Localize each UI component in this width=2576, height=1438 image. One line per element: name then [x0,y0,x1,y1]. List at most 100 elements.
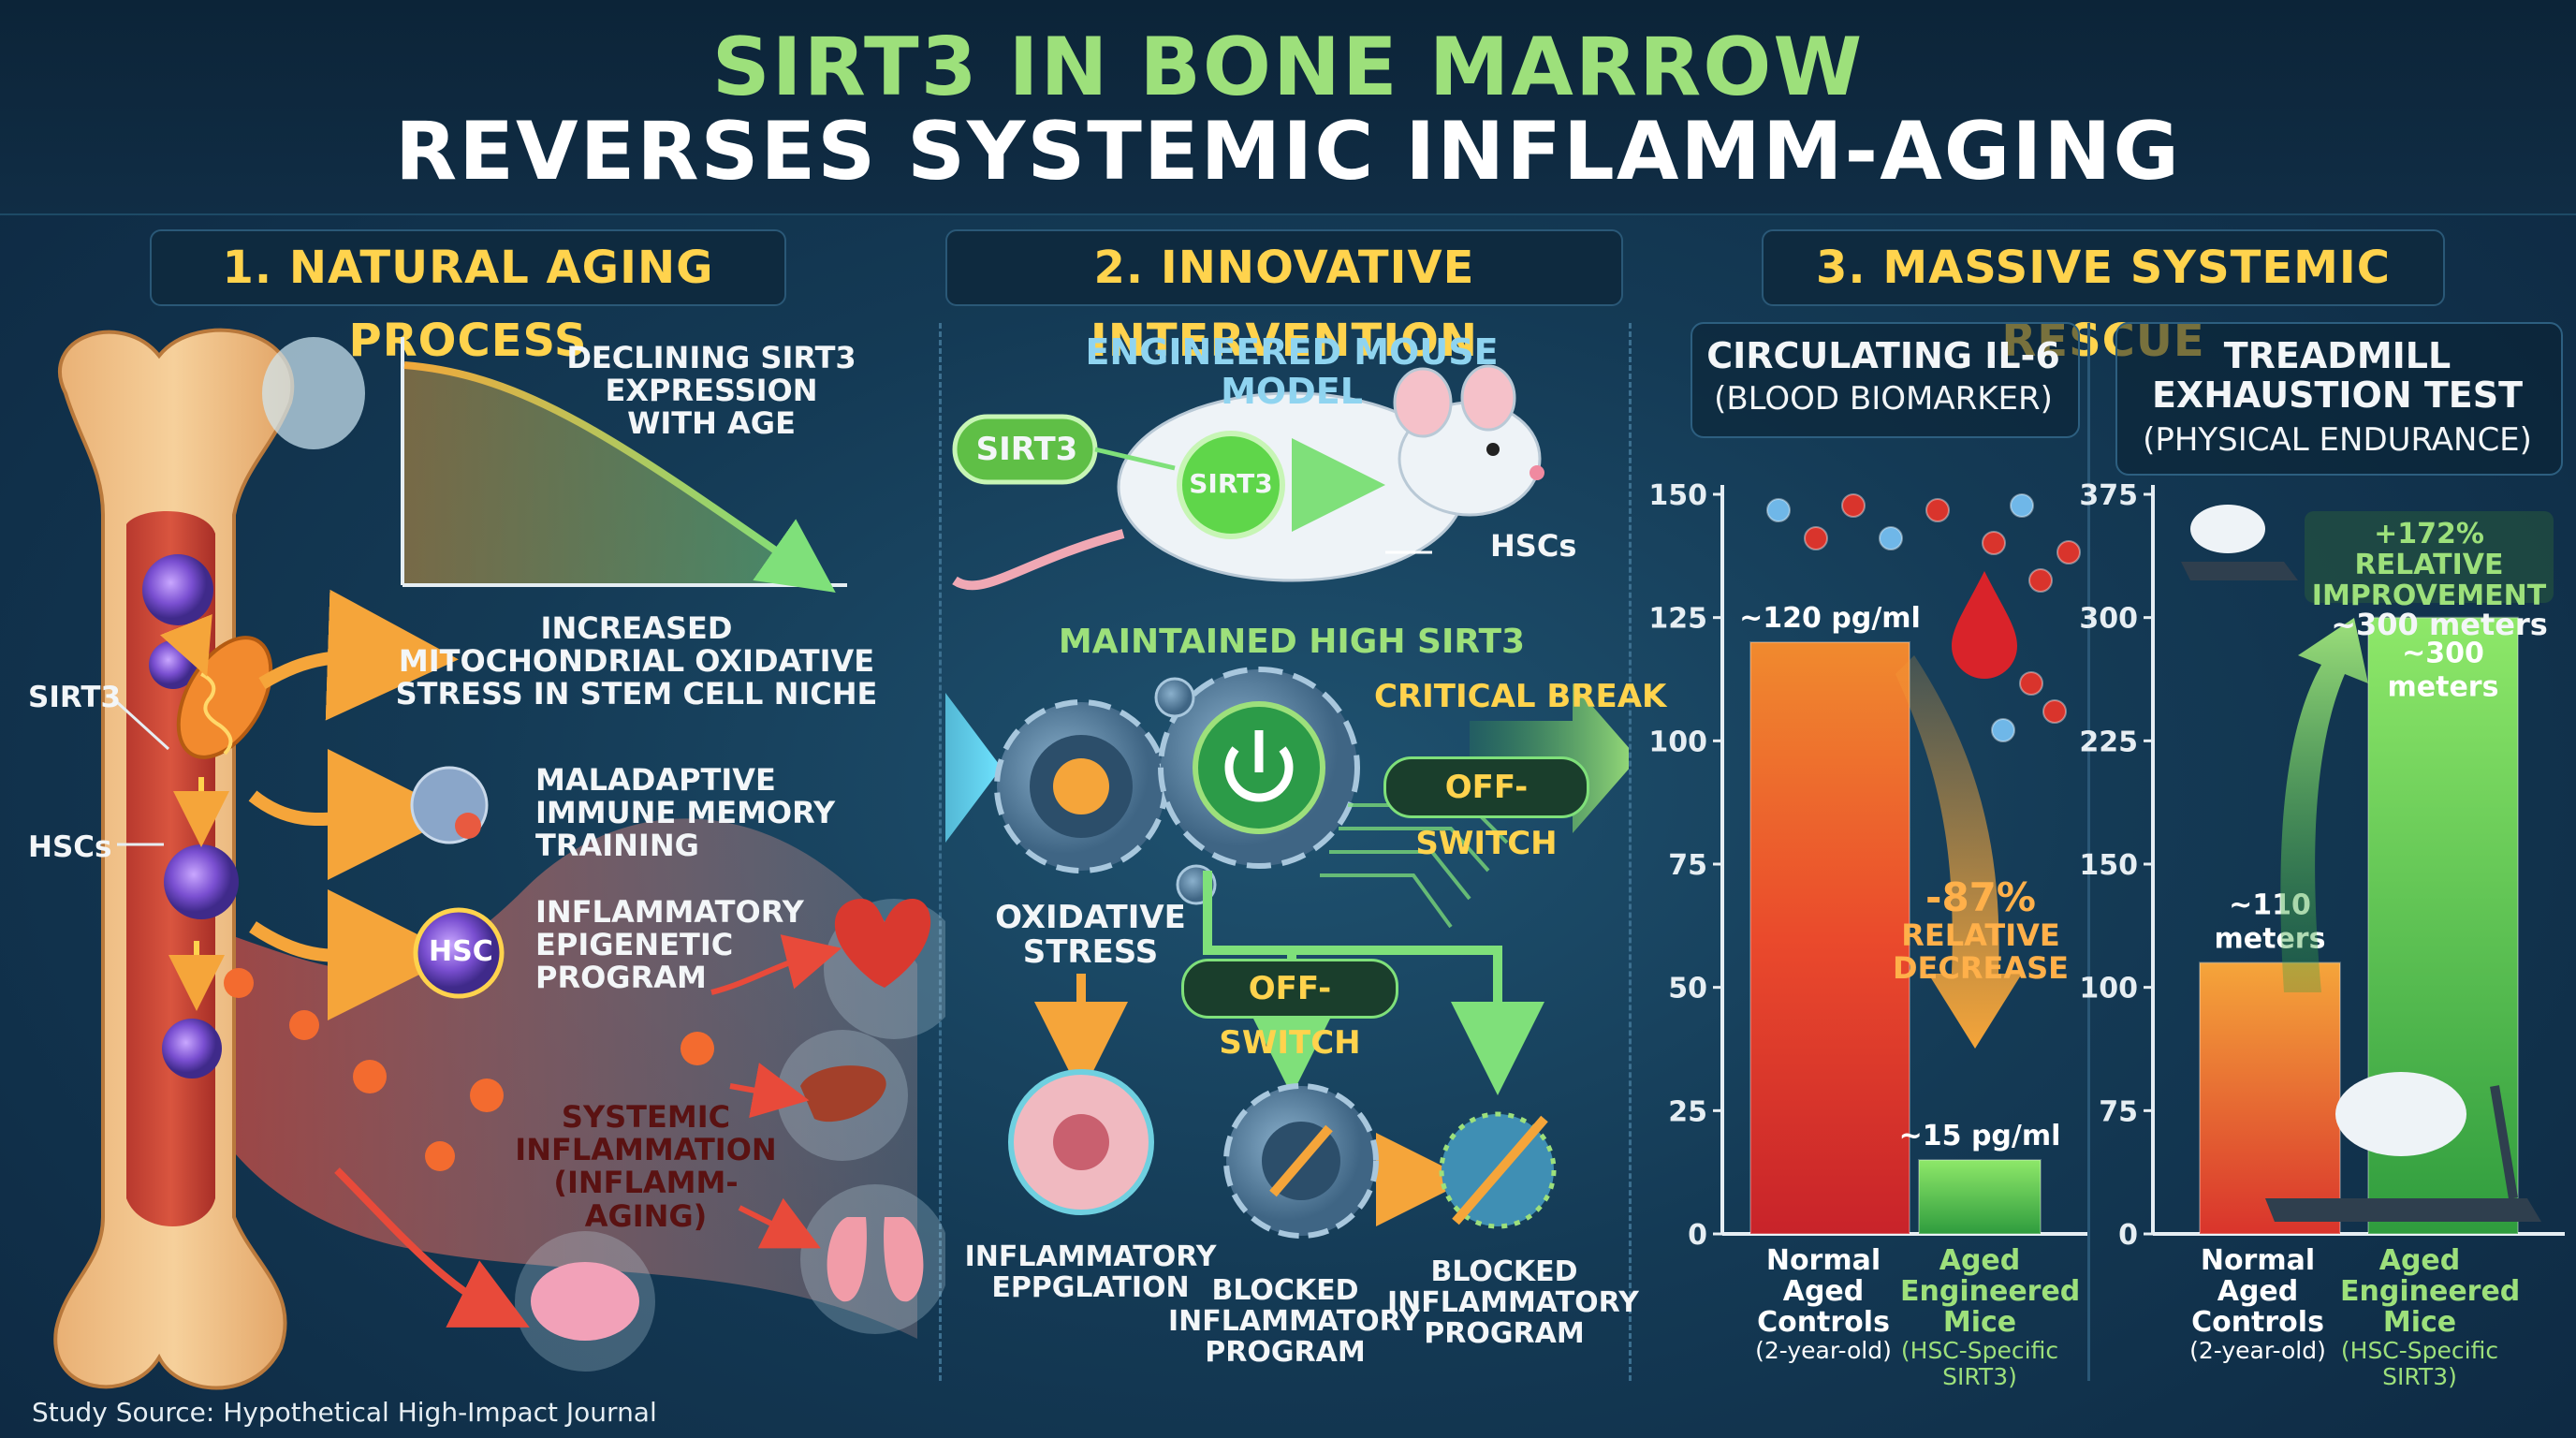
title-band [0,0,2576,215]
section-header-aging: 1. NATURAL AGING PROCESS [150,229,786,367]
stem-cell-icon [142,554,213,625]
hsc-badge-label: HSC [429,935,493,968]
y-tick-label-1-4: 225 [2079,726,2138,758]
bar-data-label-1-1-1: meters [2388,671,2499,704]
heart-icon [834,899,931,988]
il6-chart-title: CIRCULATING IL-6 [1706,335,2060,376]
title-line-1: SIRT3 IN BONE MARROW [711,21,1865,114]
blocked-virus-icon [1439,1111,1557,1229]
intervention-illustration [945,364,1629,1239]
decrease-arrow-icon [1895,655,2022,1049]
treadmill-title-box [2115,322,2563,476]
sirt3-label: SIRT3 [28,681,122,714]
sirt3-cell-icon [1177,431,1285,539]
section-divider-2 [1629,323,1632,1381]
molecule-icon [1766,498,1791,522]
il6-chart-subtitle: (BLOOD BIOMARKER) [1714,380,2053,418]
molecule-icon [2056,540,2081,565]
treadmill-small-icon [2181,562,2298,580]
il6-title-box [1690,322,2080,438]
molecule-icon [1804,526,1828,550]
molecule-icon [2019,671,2043,696]
molecule-icon [2010,493,2034,518]
y-tick-label-0-2: 50 [1668,973,1707,1005]
treadmill-chart-subtitle: (PHYSICAL ENDURANCE) [2143,421,2532,459]
section-divider-1 [939,323,942,1381]
blocked-gear-icon [1223,1083,1379,1239]
y-tick-label-1-3: 150 [2079,849,2138,882]
hscs-label-mouse: HSCs [1490,528,1577,564]
aging-illustration [53,328,945,1390]
stem-cell-icon [162,1019,222,1078]
increase-arrow-icon [2280,618,2368,992]
hscs-label: HSCs [28,830,112,864]
rescue-charts: 0 25 50 75 100 125 150 ~120 pg/ml ~15 pg/ml 0 75 10… [1648,479,2565,1252]
mouse-small-icon [2190,505,2265,553]
sirt3-pill-label: SIRT3 [975,431,1078,468]
treadmill-icon [2265,1198,2541,1222]
bar-0-1 [1918,1159,2042,1235]
y-tick-label-1-1: 75 [2099,1095,2138,1128]
lungs-icon [827,1217,924,1302]
y-tick-label-0-5: 125 [1648,603,1707,636]
oxidative-stress-gear-icon [994,699,1168,873]
molecule-icon [2028,568,2053,593]
maintained-label: MAINTAINED HIGH SIRT3 [1058,623,1526,661]
y-tick-label-1-6: 375 [2079,479,2138,512]
stem-cell-icon [164,844,239,919]
y-tick-label-0-3: 75 [1668,849,1707,882]
molecule-icon [1925,498,1950,522]
title-line-2: REVERSES SYSTEMIC INFLAMM-AGING [395,105,2181,198]
y-tick-label-0-0: 0 [1688,1219,1707,1252]
il6-annotation: -87% RELATIVE DECREASE [1892,874,2070,987]
liver-icon [800,1065,886,1123]
chart-divider [2087,323,2090,1381]
model-title: ENGINEERED MOUSE MODEL [1085,331,1499,412]
transition-arrow-icon [945,693,1002,843]
sirt3-cell-label: SIRT3 [1189,468,1273,499]
y-tick-label-0-1: 25 [1668,1095,1707,1128]
off-switch-badge-2: OFF-SWITCH [1181,959,1398,1062]
brain-icon [531,1262,639,1341]
y-tick-label-1-0: 0 [2118,1219,2138,1252]
molecule-icon [2042,699,2067,724]
y-tick-label-0-4: 100 [1648,726,1707,758]
critical-break-label: CRITICAL BREAK [1374,678,1667,715]
y-tick-label-0-6: 150 [1648,479,1707,512]
treadmill-rail-icon [2490,1085,2518,1199]
molecule-icon [1879,526,1903,550]
study-source: Study Source: Hypothetical High-Impact J… [32,1397,657,1428]
off-switch-badge-1: OFF-SWITCH [1383,756,1589,862]
bar-1-0 [2199,961,2341,1236]
bar-data-label-0-0-0: ~120 pg/ml [1739,602,1921,635]
molecule-icon [1991,718,2015,742]
molecule-icon [1841,493,1866,518]
hsc-badge-icon [413,907,505,999]
power-gear-icon [1158,667,1360,869]
bar-data-label-1-1-0: ~300 [2402,638,2484,670]
bar-data-label-0-1-0: ~15 pg/ml [1899,1120,2061,1152]
treadmill-top-label: ~300 meters [2331,607,2548,642]
mouse-icon [2335,1072,2466,1156]
small-gear-icon [1154,677,1195,718]
fire-icon [224,968,714,1171]
section-header-intervention: 2. INNOVATIVE INTERVENTION [945,229,1623,367]
blood-drop-icon [1952,571,2017,679]
y-tick-label-1-2: 100 [2079,973,2138,1005]
y-tick-label-1-5: 300 [2079,603,2138,636]
